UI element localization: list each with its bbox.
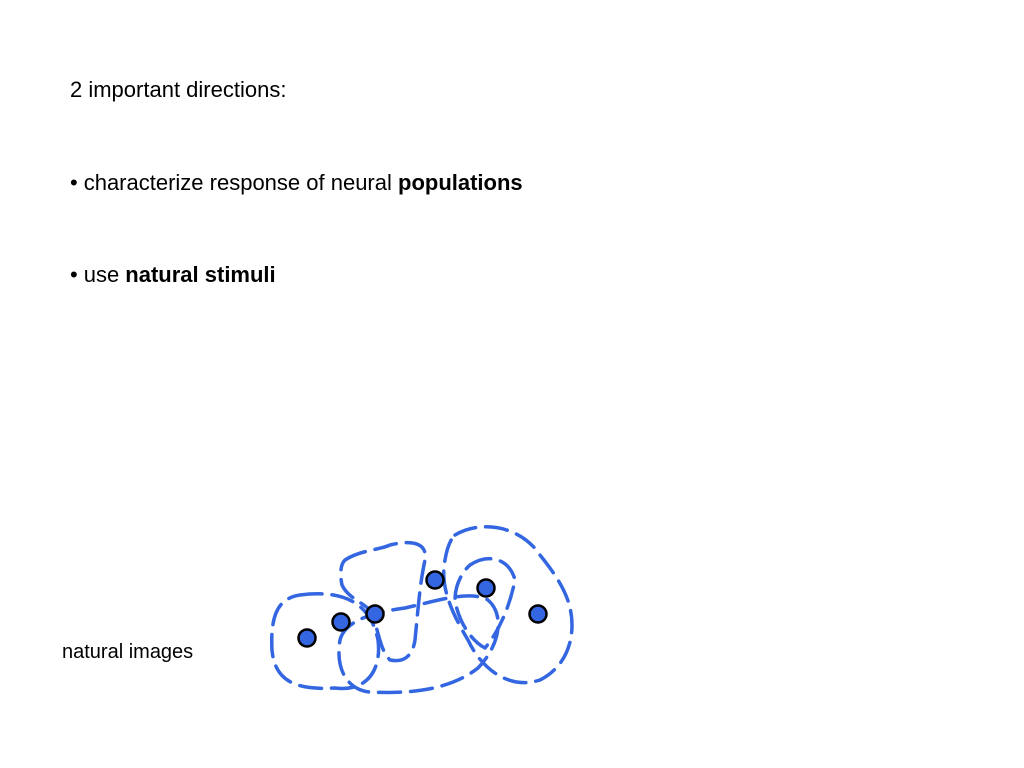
bullet-emphasis: populations (398, 170, 523, 195)
data-point-dot (365, 604, 385, 624)
region-outline-inner (453, 556, 517, 650)
data-point-dot (331, 612, 351, 632)
data-point-dot (476, 578, 496, 598)
bullet-text: use (83, 262, 126, 287)
data-point-dot (297, 628, 317, 648)
bullet-item-populations: •characterize response of neural populat… (70, 170, 523, 196)
bullet-marker: • (70, 170, 78, 195)
bullet-text: characterize response of neural (83, 170, 398, 195)
slide-heading: 2 important directions: (70, 77, 287, 102)
region-outline-left (270, 592, 381, 691)
bullet-marker: • (70, 262, 78, 287)
data-point-dot (425, 570, 445, 590)
bullet-item-natural-stimuli: •use natural stimuli (70, 262, 276, 288)
region-outline-middle (339, 540, 427, 663)
diagram-label: natural images (62, 641, 194, 663)
data-point-dot (528, 604, 548, 624)
region-outline-right (441, 525, 574, 685)
bullet-emphasis: natural stimuli (125, 262, 276, 287)
